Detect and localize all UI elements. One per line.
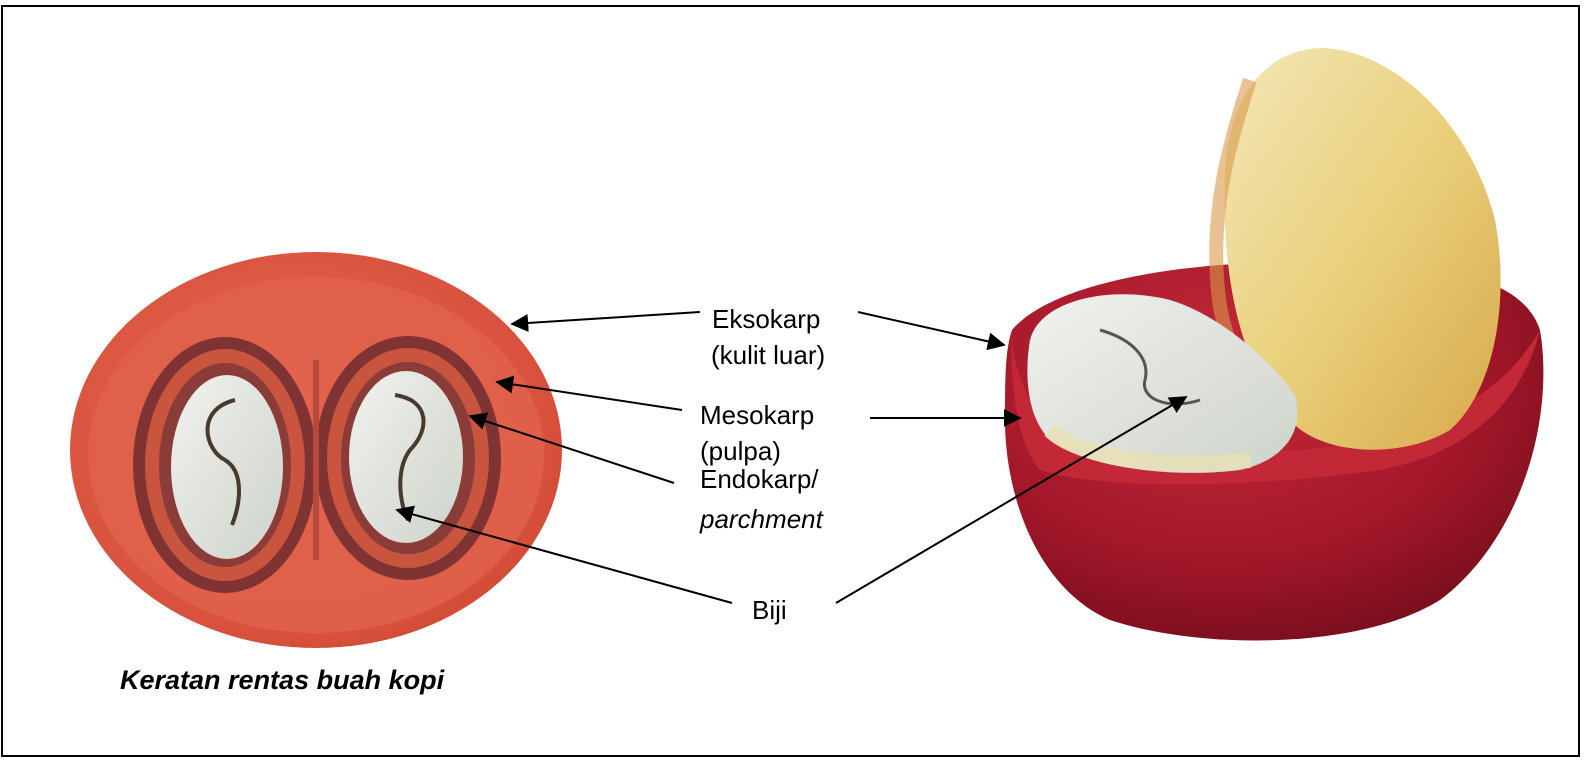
label-eksokarp: Eksokarp bbox=[712, 303, 820, 336]
cross-section-image bbox=[70, 252, 562, 648]
label-mesokarp: Mesokarp bbox=[700, 399, 814, 432]
arrow-eksokarp-right bbox=[858, 312, 1004, 345]
label-eksokarp-sub: (kulit luar) bbox=[711, 339, 825, 372]
arrow-eksokarp-left bbox=[512, 312, 700, 324]
opened-cherry-image bbox=[1005, 48, 1543, 640]
label-endokarp: Endokarp/ bbox=[700, 463, 819, 496]
figure-caption: Keratan rentas buah kopi bbox=[120, 665, 444, 696]
label-endokarp-sub: parchment bbox=[700, 503, 823, 536]
label-biji: Biji bbox=[752, 594, 787, 627]
